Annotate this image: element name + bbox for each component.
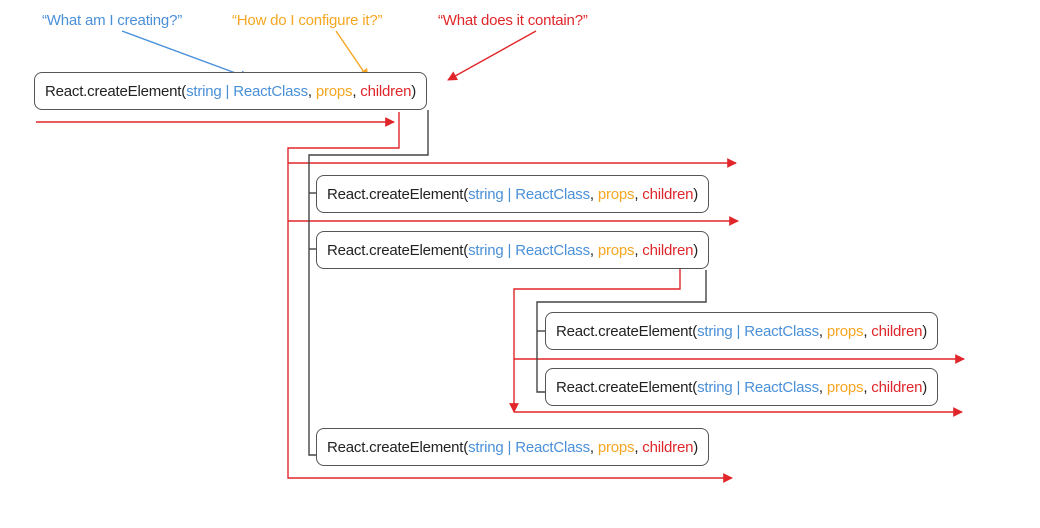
fn: React.createElement( xyxy=(556,378,698,396)
pointer-arrow-type xyxy=(121,30,250,80)
call-box-root: React.createElement(string | ReactClass,… xyxy=(34,72,428,110)
close-paren: ) xyxy=(922,378,928,396)
call-box-child-1: React.createElement(string | ReactClass,… xyxy=(316,175,710,213)
children-arg: children xyxy=(642,438,694,456)
sep: , xyxy=(634,241,643,259)
type-arg: string | ReactClass xyxy=(697,378,819,396)
type-arg: string | ReactClass xyxy=(186,82,308,100)
sep: , xyxy=(589,438,598,456)
children-arg: children xyxy=(871,322,923,340)
props-arg: props xyxy=(826,322,864,340)
call-box-grandchild-2: React.createElement(string | ReactClass,… xyxy=(545,368,939,406)
pointer-arrow-props xyxy=(335,30,369,79)
sep: , xyxy=(863,322,872,340)
props-arg: props xyxy=(597,185,635,203)
props-arg: props xyxy=(597,438,635,456)
flow-line-children-inner xyxy=(509,268,681,413)
sep: , xyxy=(863,378,872,396)
question-type: “What am I creating?” xyxy=(42,12,183,29)
tree-connector-outer xyxy=(308,110,429,456)
call-box-child-3: React.createElement(string | ReactClass,… xyxy=(316,428,710,466)
close-paren: ) xyxy=(693,185,699,203)
close-paren: ) xyxy=(411,82,417,100)
sep: , xyxy=(307,82,316,100)
children-arg: children xyxy=(642,241,694,259)
fn: React.createElement( xyxy=(327,241,469,259)
type-arg: string | ReactClass xyxy=(468,438,590,456)
props-arg: props xyxy=(597,241,635,259)
type-arg: string | ReactClass xyxy=(468,185,590,203)
sep: , xyxy=(818,322,827,340)
props-arg: props xyxy=(826,378,864,396)
children-arg: children xyxy=(360,82,412,100)
sep: , xyxy=(634,438,643,456)
close-paren: ) xyxy=(693,241,699,259)
type-arg: string | ReactClass xyxy=(468,241,590,259)
fn: React.createElement( xyxy=(45,82,187,100)
close-paren: ) xyxy=(693,438,699,456)
flow-line-children-outer xyxy=(287,112,733,483)
sep: , xyxy=(634,185,643,203)
tree-connector-inner xyxy=(536,270,707,393)
call-box-grandchild-1: React.createElement(string | ReactClass,… xyxy=(545,312,939,350)
sep: , xyxy=(589,241,598,259)
props-arg: props xyxy=(315,82,353,100)
sep: , xyxy=(589,185,598,203)
close-paren: ) xyxy=(922,322,928,340)
fn: React.createElement( xyxy=(327,185,469,203)
sep: , xyxy=(818,378,827,396)
question-props: “How do I configure it?” xyxy=(232,12,383,29)
fn: React.createElement( xyxy=(556,322,698,340)
children-arg: children xyxy=(642,185,694,203)
pointer-arrow-children xyxy=(447,30,537,81)
type-arg: string | ReactClass xyxy=(697,322,819,340)
call-box-child-2: React.createElement(string | ReactClass,… xyxy=(316,231,710,269)
question-children: “What does it contain?” xyxy=(438,12,588,29)
fn: React.createElement( xyxy=(327,438,469,456)
children-arg: children xyxy=(871,378,923,396)
sep: , xyxy=(352,82,361,100)
